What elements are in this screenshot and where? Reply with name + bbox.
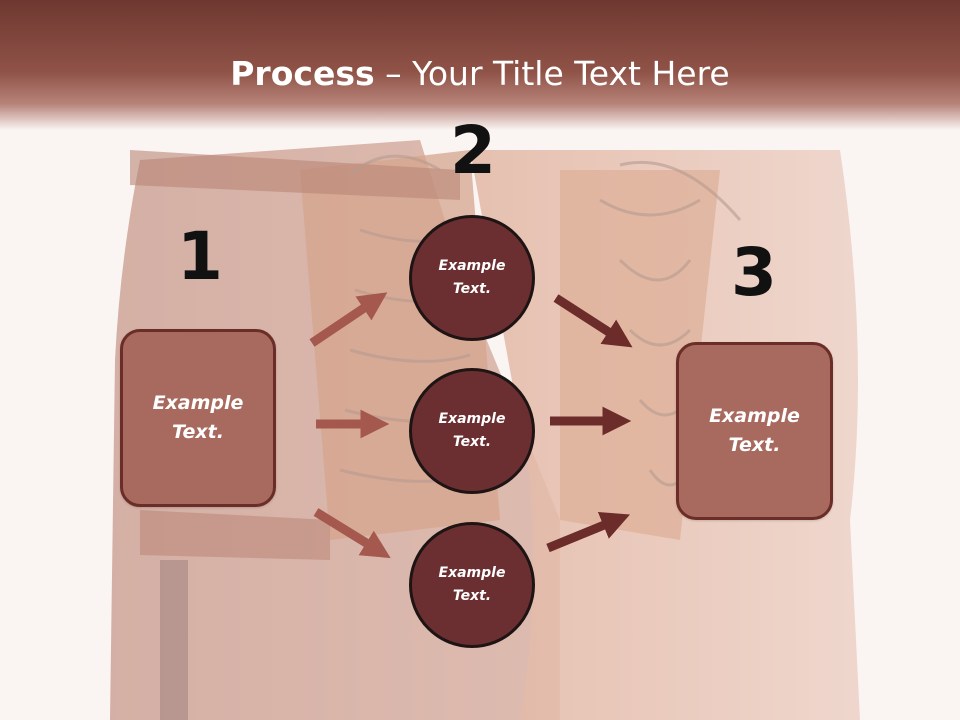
step-number-2: 2 (450, 112, 496, 189)
circle-bottom-text-line1: Example (438, 565, 506, 581)
circle-middle-text-line1: Example (438, 411, 506, 427)
step-1-text-line1: Example (152, 392, 244, 414)
circle-top-text-line1: Example (438, 258, 506, 274)
title-bar (0, 0, 960, 130)
step-number-3: 3 (731, 234, 777, 311)
step-number-1: 1 (177, 218, 223, 295)
slide-title-strong: Process (230, 54, 375, 93)
step-3-box: Example Text. (676, 342, 833, 520)
circle-top-text-line2: Text. (452, 281, 492, 297)
arrow-top-to-3 (553, 294, 633, 348)
step-1-box: Example Text. (120, 329, 276, 507)
arrow-bottom-to-3 (546, 512, 630, 553)
circle-bottom: Example Text. (409, 522, 535, 648)
slide-title-rest: – Your Title Text Here (374, 54, 730, 93)
arrow-1-to-top (309, 292, 388, 347)
step-3-text-line1: Example (709, 405, 800, 427)
circle-middle-text-line2: Text. (452, 434, 492, 450)
circle-bottom-text-line2: Text. (452, 588, 492, 604)
slide-title: Process – Your Title Text Here (0, 52, 960, 96)
arrow-1-to-bottom (313, 508, 391, 559)
circle-top: Example Text. (409, 215, 535, 341)
circle-middle: Example Text. (409, 368, 535, 494)
step-3-text-line2: Text. (728, 434, 781, 456)
step-1-text-line2: Text. (172, 421, 224, 443)
